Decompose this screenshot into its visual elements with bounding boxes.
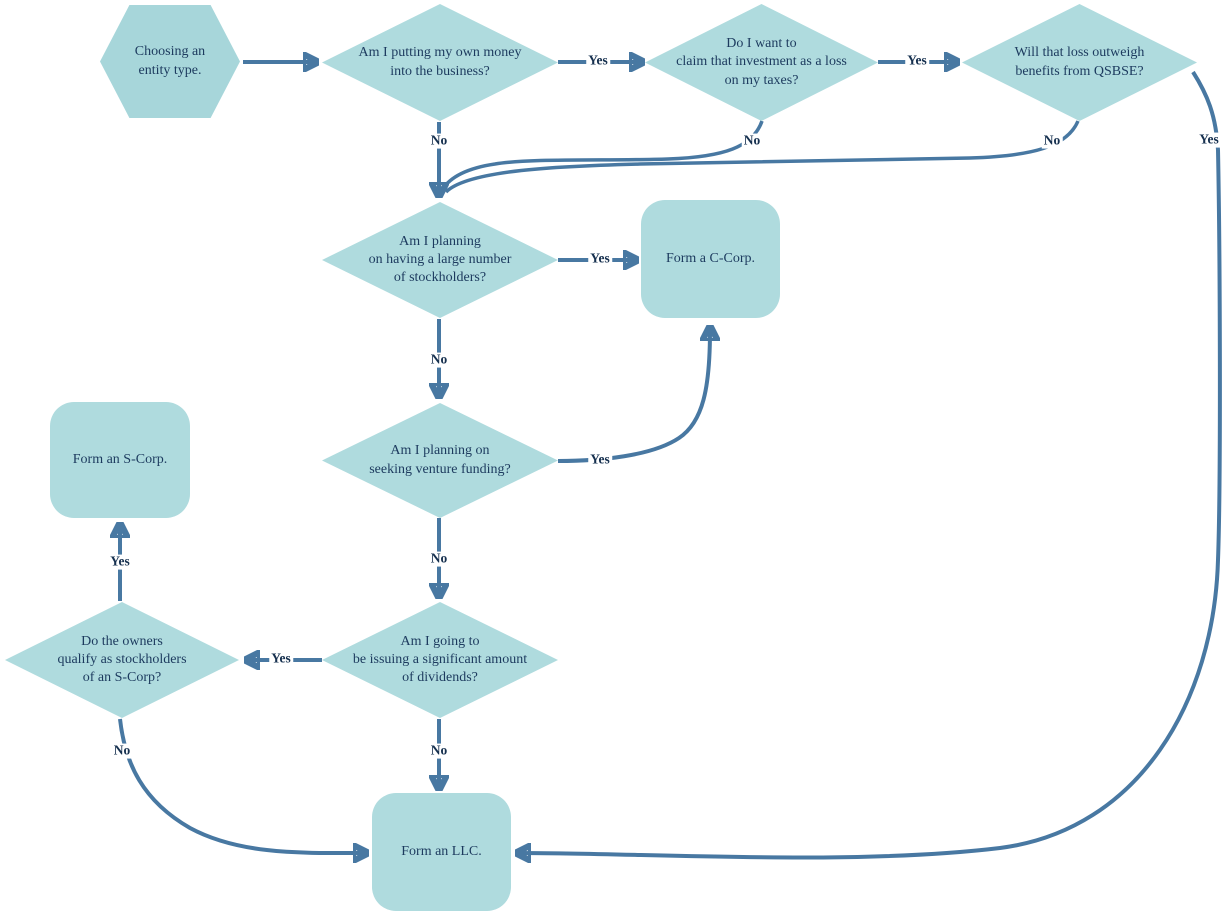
node-start: Choosing an entity type. (100, 5, 240, 118)
node-claim-loss-label: Do I want to claim that investment as a … (676, 36, 847, 88)
node-form-s-corp-label: Form an S-Corp. (72, 451, 168, 467)
edge-label-many-stockholders-no: No (428, 351, 450, 368)
edge-label-many-stockholders-yes: Yes (588, 250, 612, 267)
edge-label-claim-loss-yes: Yes (905, 52, 929, 69)
edge-label-qualify-yes: Yes (108, 553, 132, 570)
edge-venture-funding-yes (557, 330, 710, 463)
edge-claim-loss-no (440, 120, 764, 192)
edge-label-qualify-no: No (111, 742, 133, 759)
node-start-label: Choosing an entity type. (134, 44, 206, 78)
edge-label-own-money-yes: Yes (586, 52, 610, 69)
node-qualify-s-corp-label: Do the owners qualify as stockholders of… (57, 633, 187, 686)
edge-label-venture-funding-no: No (428, 550, 450, 567)
edge-loss-outweigh-no (444, 120, 1080, 194)
node-form-llc-label: Form an LLC. (401, 843, 482, 859)
node-form-s-corp: Form an S-Corp. (50, 402, 190, 518)
edge-label-dividends-no: No (428, 742, 450, 759)
edge-label-loss-outweigh-yes: Yes (1197, 131, 1221, 148)
edge-loss-outweigh-yes (520, 70, 1222, 858)
edge-label-dividends-yes: Yes (269, 650, 293, 667)
node-dividends-label: Am I going to be issuing a significant a… (352, 633, 528, 686)
node-form-c-corp-label: Form a C-Corp. (665, 250, 756, 266)
edge-label-venture-funding-yes: Yes (588, 451, 612, 468)
node-many-stockholders-label: Am I planning on having a large number o… (368, 233, 512, 286)
node-form-c-corp: Form a C-Corp. (641, 200, 780, 318)
edge-label-loss-outweigh-no: No (1041, 132, 1063, 149)
edge-label-own-money-no: No (428, 132, 450, 149)
node-venture-funding-label: Am I planning on seeking venture funding… (369, 443, 511, 477)
edge-label-claim-loss-no: No (741, 132, 763, 149)
node-own-money-label: Am I putting my own money into the busin… (358, 45, 522, 79)
node-form-llc: Form an LLC. (372, 793, 511, 911)
node-loss-outweigh-label: Will that loss outweigh benefits from QS… (1014, 45, 1145, 79)
edge-qualify-no (118, 718, 364, 853)
